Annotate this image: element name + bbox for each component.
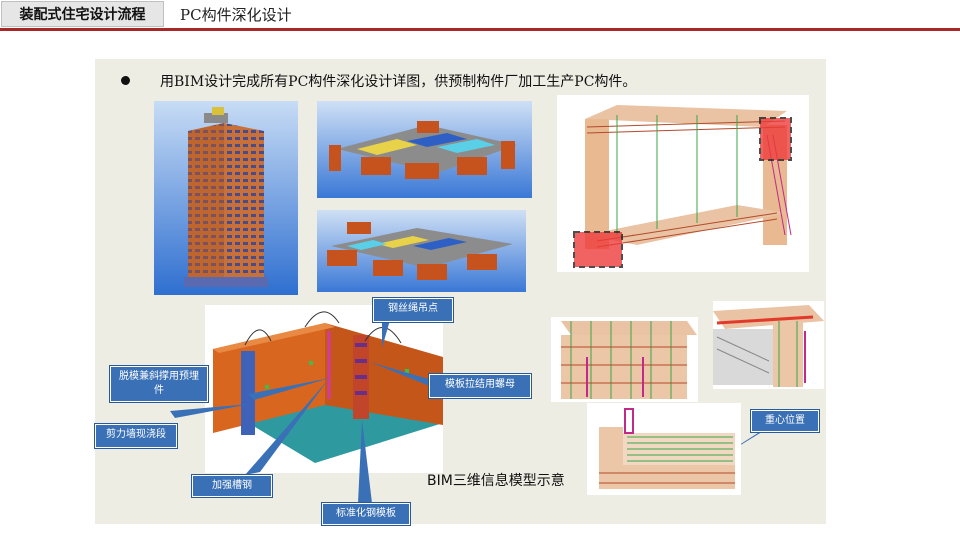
callout-shear-wall-cast-section: 剪力墙现浇段 <box>95 424 177 448</box>
slide-title: PC构件深化设计 <box>180 6 292 24</box>
formwork-model-image <box>205 305 443 473</box>
slide-header: 装配式住宅设计流程 PC构件深化设计 <box>0 0 960 31</box>
center-of-gravity-image <box>587 403 741 495</box>
bullet-text: 用BIM设计完成所有PC构件深化设计详图，供预制构件厂加工生产PC构件。 <box>160 74 637 90</box>
figure-caption: BIM三维信息模型示意 <box>427 473 565 489</box>
rebar-cage-detail-image <box>551 317 698 402</box>
rebar-frame-image <box>557 95 809 272</box>
bullet-dot-icon <box>121 76 130 85</box>
header-divider <box>0 28 960 31</box>
callout-formwork-tie-nut: 模板拉结用螺母 <box>429 374 531 398</box>
callout-demold-embedded-part: 脱模兼斜撑用预埋件 <box>110 366 208 402</box>
callout-reinforcing-channel-steel: 加强槽钢 <box>192 475 272 497</box>
floor-module-image-top <box>317 101 532 198</box>
wall-joint-detail-image <box>713 301 824 389</box>
floor-module-image-bottom <box>317 210 526 292</box>
section-tab[interactable]: 装配式住宅设计流程 <box>1 1 164 27</box>
callout-center-of-gravity: 重心位置 <box>751 410 819 432</box>
callout-wire-rope-lifting-point: 钢丝绳吊点 <box>373 298 453 322</box>
callout-standard-steel-formwork: 标准化钢模板 <box>322 503 410 525</box>
building-model-image <box>154 101 298 295</box>
